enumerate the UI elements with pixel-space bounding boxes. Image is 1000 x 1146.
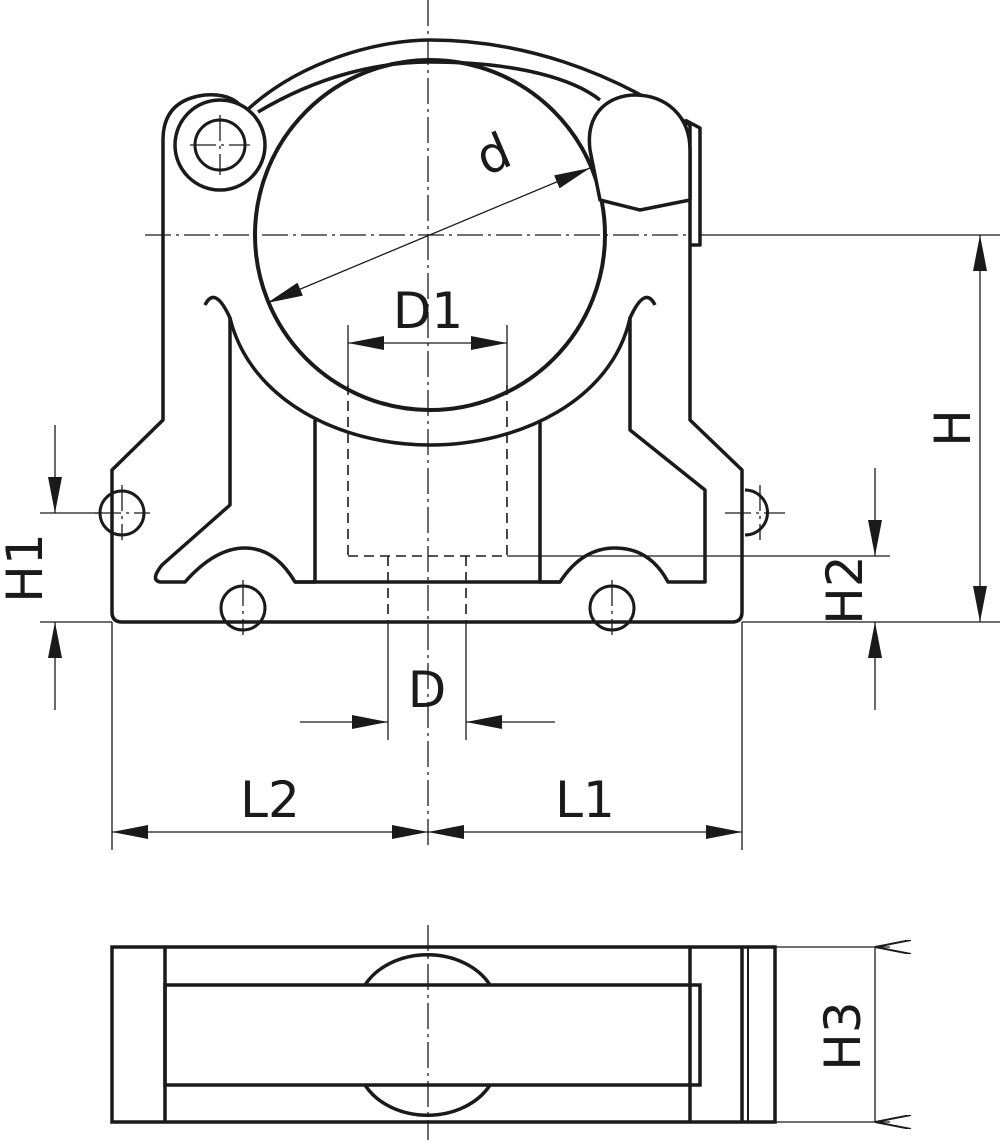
label-H: H <box>924 409 982 447</box>
hidden-lines <box>347 385 508 622</box>
latch-tab <box>684 118 702 247</box>
plan-view <box>110 945 777 1124</box>
plan-band <box>163 983 702 1087</box>
label-H2: H2 <box>816 555 874 624</box>
centerlines <box>95 0 785 1140</box>
plan-outer-frame <box>110 945 777 1124</box>
label-L1: L1 <box>555 771 615 829</box>
clamp-outer-outline <box>110 38 744 624</box>
label-D1: D1 <box>393 282 463 340</box>
left-hinge-eye <box>173 98 267 192</box>
inner-left-arm <box>153 295 317 584</box>
label-H1: H1 <box>0 533 54 602</box>
dimension-labels: d D1 H H1 H2 D L2 L1 H3 <box>0 121 982 1070</box>
plan-pipe-top <box>363 953 492 986</box>
label-d: d <box>467 121 519 187</box>
dimension-lines <box>40 167 1000 1122</box>
right-latch <box>587 93 692 212</box>
inner-right-arm <box>538 295 707 584</box>
label-L2: L2 <box>240 771 300 829</box>
saddle-arc <box>228 317 632 447</box>
label-D: D <box>408 661 447 719</box>
plan-pipe-bottom <box>363 1084 492 1117</box>
label-H3: H3 <box>814 1001 872 1070</box>
